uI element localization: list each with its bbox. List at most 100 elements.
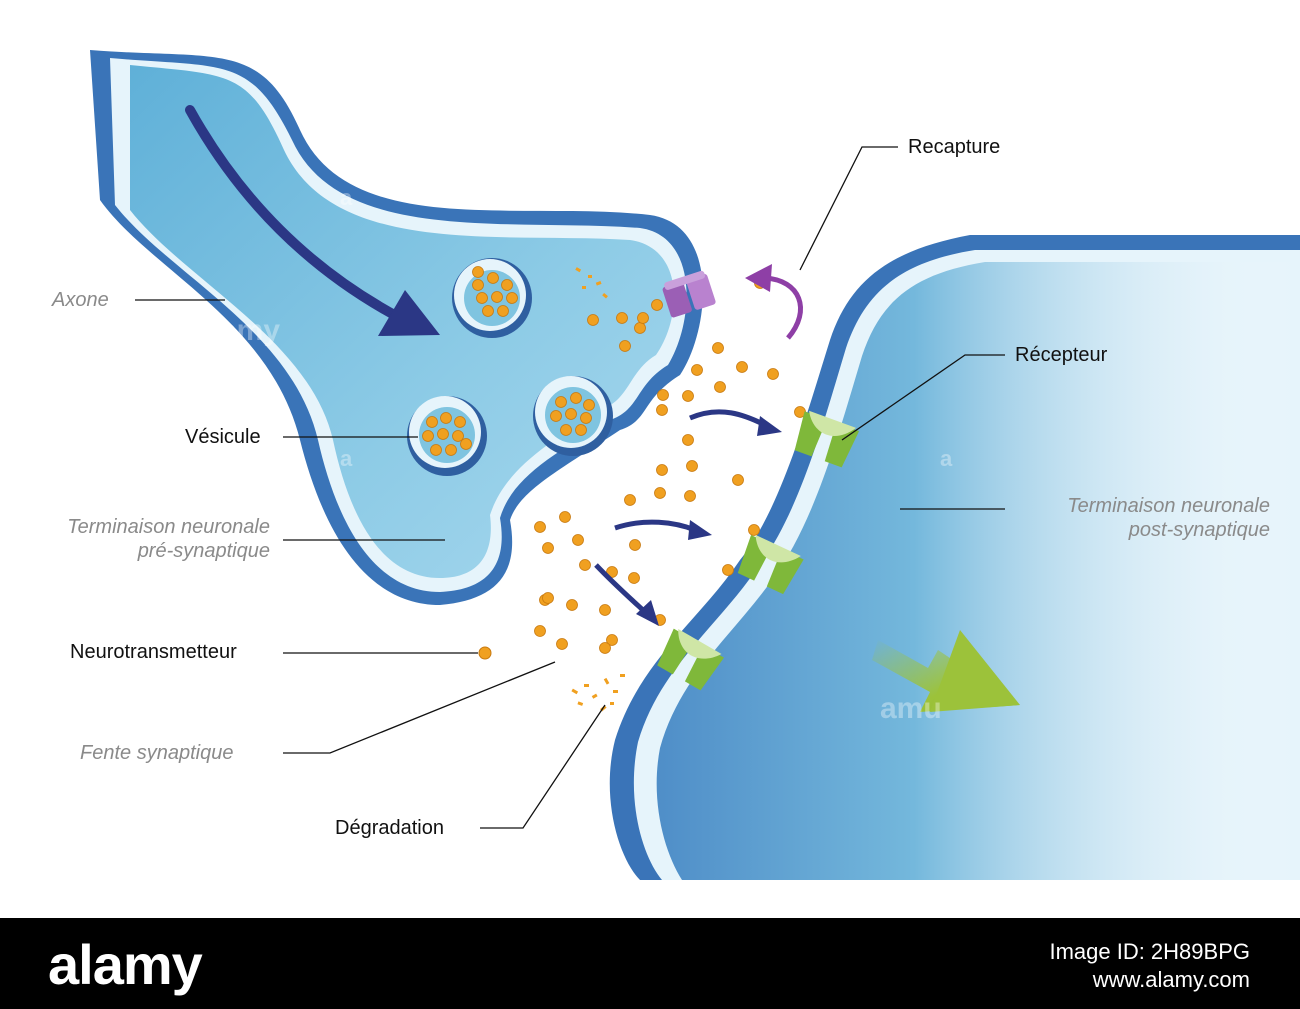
neurotransmitter-molecules	[422, 266, 806, 654]
label-axone: Axone	[52, 289, 109, 311]
neurotransmitter-molecule	[682, 390, 694, 402]
neurotransmitter-molecule	[722, 564, 734, 576]
neurotransmitter-molecule	[565, 408, 577, 420]
svg-text:amu: amu	[880, 692, 942, 725]
neurotransmitter-molecule	[550, 410, 562, 422]
neurotransmitter-molecule	[686, 460, 698, 472]
neurotransmitter-molecule	[426, 416, 438, 428]
neurotransmitter-molecule	[501, 279, 513, 291]
neurotransmitter-molecule	[560, 424, 572, 436]
neurotransmitter-molecule	[587, 314, 599, 326]
neurotransmitter-molecule	[682, 434, 694, 446]
neurotransmitter-molecule	[656, 464, 668, 476]
neurotransmitter-molecule	[422, 430, 434, 442]
label-presynaptic: Terminaison neuronale pré-synaptique	[10, 515, 270, 563]
signal-output-arrow	[872, 630, 1020, 712]
svg-text:a: a	[940, 446, 953, 471]
fente-leader	[283, 661, 556, 754]
neurotransmitter-molecule	[555, 396, 567, 408]
postsynaptic-terminal	[609, 235, 1300, 880]
neurotransmitter-molecule	[657, 389, 669, 401]
neurotransmitter-legend-dot	[478, 646, 492, 660]
neurotransmitter-molecule	[714, 381, 726, 393]
neurotransmitter-molecule	[572, 534, 584, 546]
neurotransmitter-molecule	[454, 416, 466, 428]
svg-text:a: a	[340, 446, 353, 471]
neurotransmitter-molecule	[712, 342, 724, 354]
image-id-line1: Image ID: 2H89BPG	[1049, 939, 1250, 964]
label-presynaptic-line1: Terminaison neuronale	[67, 516, 270, 538]
receptor	[657, 628, 724, 691]
neurotransmitter-molecule	[579, 559, 591, 571]
neurotransmitter-molecule	[542, 592, 554, 604]
neurotransmitter-molecule	[534, 625, 546, 637]
label-postsynaptic-line1: Terminaison neuronale	[1067, 495, 1270, 517]
neurotransmitter-molecule	[684, 490, 696, 502]
axon-signal-arrow	[185, 105, 440, 336]
neurotransmitter-molecule	[570, 392, 582, 404]
recapture-leader	[799, 146, 898, 271]
stock-footer: alamy Image ID: 2H89BPG www.alamy.com	[0, 918, 1300, 1009]
neurotransmitter-molecule	[732, 474, 744, 486]
label-vesicule: Vésicule	[185, 426, 261, 448]
neurotransmitter-molecule	[556, 638, 568, 650]
neurotransmitter-molecule	[691, 364, 703, 376]
neurotransmitter-molecule	[599, 642, 611, 654]
svg-text:a: a	[340, 185, 353, 210]
degradation-fragments	[571, 267, 625, 712]
neurotransmitter-molecule	[575, 424, 587, 436]
svg-text:amy: amy	[220, 314, 280, 347]
recapture-arrow	[745, 264, 804, 340]
neurotransmitter-molecule	[624, 494, 636, 506]
neurotransmitter-molecule	[748, 524, 760, 536]
neurotransmitter-molecule	[634, 322, 646, 334]
recapture-transporter	[662, 270, 716, 318]
neurotransmitter-molecule	[445, 444, 457, 456]
neurotransmitter-molecule	[460, 438, 472, 450]
leader-lines	[135, 146, 1005, 829]
neurotransmitter-molecule	[482, 305, 494, 317]
neurotransmitter-molecule	[606, 634, 618, 646]
label-neurotransmetteur: Neurotransmetteur	[70, 641, 237, 663]
brand-logo: alamy	[48, 933, 203, 996]
neurotransmitter-molecule	[583, 399, 595, 411]
neurotransmitter-molecule	[497, 305, 509, 317]
neurotransmitter-molecule	[472, 266, 484, 278]
neurotransmitter-molecule	[651, 299, 663, 311]
neurotransmitter-molecule	[580, 412, 592, 424]
neurotransmitter-molecule	[506, 292, 518, 304]
neurotransmitter-molecule	[619, 340, 631, 352]
label-postsynaptic: Terminaison neuronale post-synaptique	[1010, 494, 1270, 542]
neurotransmitter-molecule	[736, 361, 748, 373]
neurotransmitter-molecule	[767, 368, 779, 380]
neurotransmitter-molecule	[491, 291, 503, 303]
synapse-diagram: a a a amu al amy	[90, 50, 1300, 880]
neurotransmitter-molecule	[606, 566, 618, 578]
neurotransmitter-molecule	[487, 272, 499, 284]
postsynaptic-cytoplasm	[656, 262, 1300, 880]
degradation-leader	[480, 704, 606, 829]
neurotransmitter-molecule	[566, 599, 578, 611]
image-id: Image ID: 2H89BPG www.alamy.com	[1049, 938, 1250, 994]
recepteur-leader	[841, 354, 1005, 441]
label-presynaptic-line2: pré-synaptique	[137, 540, 270, 562]
label-recapture: Recapture	[908, 136, 1001, 158]
neurotransmitter-molecule	[452, 430, 464, 442]
neurotransmitter-molecule	[440, 412, 452, 424]
neurotransmitter-molecule	[534, 521, 546, 533]
neurotransmitter-molecule	[654, 487, 666, 499]
label-postsynaptic-line2: post-synaptique	[1128, 519, 1270, 541]
neurotransmitter-molecule	[656, 404, 668, 416]
neurotransmitter-molecule	[472, 279, 484, 291]
neurotransmitter-molecule	[559, 511, 571, 523]
neurotransmitter-molecule	[437, 428, 449, 440]
label-recepteur: Récepteur	[1015, 344, 1108, 366]
receptor	[737, 534, 804, 595]
neurotransmitter-molecule	[430, 444, 442, 456]
neurotransmitter-molecule	[542, 542, 554, 554]
neurotransmitter-molecule	[629, 539, 641, 551]
label-degradation: Dégradation	[335, 817, 444, 839]
diffusion-arrow	[594, 563, 659, 626]
neurotransmitter-molecule	[476, 292, 488, 304]
neurotransmitter-molecule	[616, 312, 628, 324]
